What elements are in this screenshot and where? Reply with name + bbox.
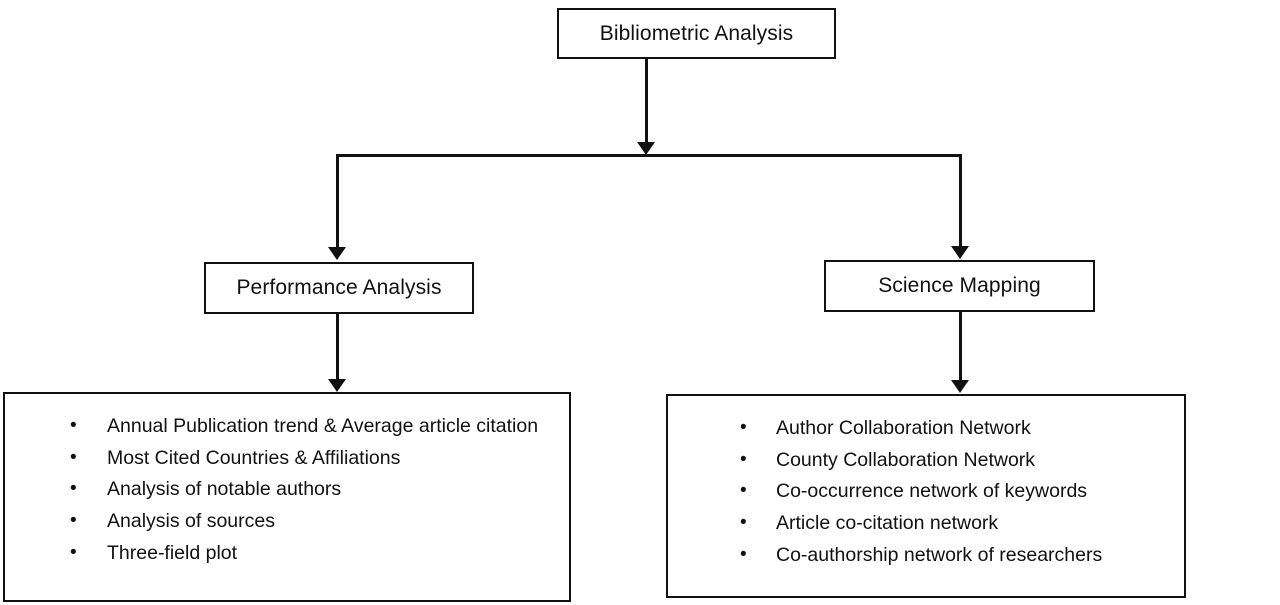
node-label: Science Mapping xyxy=(878,274,1041,298)
connector-bus-to-science-mapping xyxy=(959,154,962,248)
arrowhead-performance-list-icon xyxy=(328,379,346,392)
connector-bus-to-performance-analysis xyxy=(336,154,339,249)
list-item: Annual Publication trend & Average artic… xyxy=(15,412,559,442)
list-item: Analysis of sources xyxy=(15,507,559,537)
connector-performance-analysis-to-list xyxy=(336,314,339,381)
node-performance-analysis[interactable]: Performance Analysis xyxy=(204,262,474,314)
list-item: Co-occurrence network of keywords xyxy=(678,477,1174,507)
list-item: Author Collaboration Network xyxy=(678,414,1174,444)
arrowhead-science-mapping-icon xyxy=(951,246,969,259)
connector-root-stem xyxy=(645,58,648,144)
bullet-list: Annual Publication trend & Average artic… xyxy=(15,412,559,568)
node-label: Bibliometric Analysis xyxy=(599,21,794,45)
arrowhead-science-list-icon xyxy=(951,380,969,393)
list-item: County Collaboration Network xyxy=(678,446,1174,476)
list-item: Analysis of notable authors xyxy=(15,475,559,505)
list-item: Co-authorship network of researchers xyxy=(678,541,1174,571)
list-item: Three-field plot xyxy=(15,539,559,569)
arrowhead-root-to-bus-icon xyxy=(637,142,655,155)
node-bibliometric-analysis[interactable]: Bibliometric Analysis xyxy=(557,8,836,59)
connector-horizontal-bus xyxy=(337,154,961,157)
node-science-mapping[interactable]: Science Mapping xyxy=(824,260,1095,312)
list-box-science-mapping: Author Collaboration Network County Coll… xyxy=(666,394,1186,598)
list-item: Article co-citation network xyxy=(678,509,1174,539)
list-box-performance-analysis: Annual Publication trend & Average artic… xyxy=(3,392,571,602)
arrowhead-performance-analysis-icon xyxy=(328,247,346,260)
connector-science-mapping-to-list xyxy=(959,312,962,380)
bullet-list: Author Collaboration Network County Coll… xyxy=(678,414,1174,570)
list-item: Most Cited Countries & Affiliations xyxy=(15,444,559,474)
node-label: Performance Analysis xyxy=(236,276,442,300)
